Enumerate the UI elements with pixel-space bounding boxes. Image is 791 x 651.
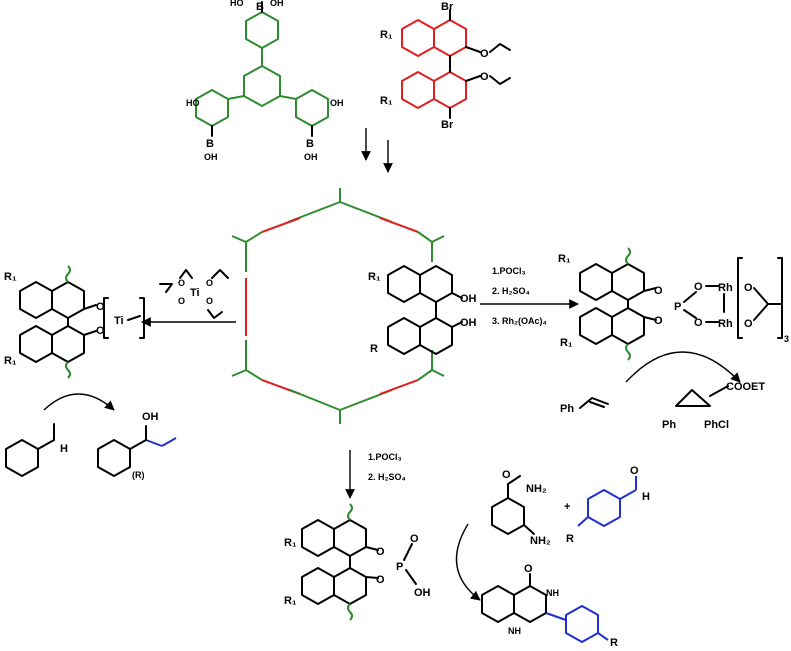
- boron-label-top: B: [256, 1, 264, 13]
- quinazolinone-o: O: [524, 563, 533, 575]
- curved-arrow-bottom: [455, 523, 481, 601]
- rh-complex-o-top: O: [654, 285, 663, 297]
- center-r1-top: R₁: [368, 271, 381, 283]
- boron-oh-top-right: OH: [270, 0, 284, 8]
- reagent-o-2: O: [178, 296, 185, 306]
- curved-arrow-left: [43, 393, 115, 411]
- rh-complex-o-right-bottom: O: [694, 317, 703, 329]
- product-config: (R): [132, 470, 145, 480]
- boron-label-right: B: [306, 138, 314, 150]
- cyclopropane-phcl: PhCl: [704, 419, 729, 431]
- binol-phosphoric-acid: O O P O OH R₁ R₁: [284, 503, 431, 621]
- ti-complex-o-top: O: [96, 301, 105, 313]
- cyclopropanation-reaction: Ph COOET Ph PhCl: [560, 351, 765, 431]
- styrene-ph: Ph: [560, 403, 574, 415]
- boron-oh-left-b: OH: [204, 152, 218, 162]
- rh-top: Rh: [718, 282, 733, 294]
- reagent-o-1: O: [178, 278, 185, 288]
- ether-o-bottom: O: [480, 71, 489, 83]
- reagent-o-3: O: [206, 278, 213, 288]
- boron-oh-right-b: OH: [304, 152, 318, 162]
- benzaldehyde-r: R: [566, 533, 574, 545]
- reagent-o-4: O: [206, 296, 213, 306]
- center-r1-bottom: R: [370, 343, 378, 355]
- rh-complex-r1-bottom: R₁: [560, 337, 573, 349]
- cyclopropane-ester: COOET: [726, 381, 765, 393]
- cyclopropane-ph: Ph: [662, 419, 676, 431]
- rh-complex-o-right-top: O: [694, 281, 703, 293]
- amide-o: O: [502, 469, 511, 481]
- pa-o-bottom: O: [376, 574, 385, 586]
- binol-titanium-complex: O O Ti R₁ R₁: [4, 265, 145, 379]
- rh-ligand-subscript: 3: [784, 334, 789, 344]
- right-condition-2: 2. H₂SO₄: [492, 286, 530, 296]
- ether-o-top: O: [480, 48, 489, 60]
- binol-r1-bottom: R₁: [380, 95, 393, 107]
- titanium-isopropoxide-reagent: Ti O O O O: [159, 269, 229, 319]
- boron-oh-left-a: HO: [186, 98, 200, 108]
- binol-rhodium-complex: O O P O O Rh Rh O O 3 R₁ R₁: [558, 247, 789, 361]
- pa-oh: OH: [414, 587, 431, 599]
- benzaldehyde-h: H: [642, 491, 650, 503]
- ti-complex-o-bottom: O: [96, 325, 105, 337]
- plus-sign: +: [564, 501, 570, 513]
- dibromo-binaphthyl-monomer: Br Br R₁ R₁ O O: [380, 1, 511, 131]
- pa-p: P: [396, 561, 403, 573]
- rh-bottom: Rh: [718, 318, 733, 330]
- hexagonal-framework: R₁ R OH OH: [231, 188, 477, 424]
- rh-ligand-o-1: O: [744, 282, 753, 294]
- amine-nh2: NH₂: [530, 535, 551, 547]
- bromo-label-bottom: Br: [441, 119, 454, 131]
- aldehyde-alkylation-reaction: H OH (R): [5, 393, 177, 480]
- curved-arrow-right: [625, 351, 741, 383]
- bottom-condition-2: 2. H₂SO₄: [368, 472, 406, 482]
- boron-oh-top-left: HO: [230, 0, 244, 8]
- benzaldehyde-o: O: [630, 465, 639, 477]
- right-condition-3: 3. Rh₂(OAc)₄: [492, 316, 547, 326]
- quinazolinone-synthesis-reaction: O NH₂ NH₂ + O H R O NH NH R: [455, 465, 650, 649]
- center-oh-bottom: OH: [460, 317, 477, 329]
- rh-complex-p: P: [674, 301, 681, 313]
- quinazolinone-nh-top: NH: [546, 588, 559, 598]
- binol-r1-top: R₁: [380, 29, 393, 41]
- boron-oh-right-a: OH: [330, 98, 344, 108]
- quinazolinone-nh-bottom: NH: [508, 626, 521, 636]
- ti-complex-metal: Ti: [114, 315, 124, 327]
- bottom-condition-1: 1.POCl₃: [368, 452, 402, 462]
- rh-complex-r1-top: R₁: [558, 253, 571, 265]
- rh-ligand-o-2: O: [744, 318, 753, 330]
- reagent-ti: Ti: [190, 287, 200, 299]
- pa-o-top: O: [376, 546, 385, 558]
- pa-r1-top: R₁: [284, 537, 297, 549]
- bromo-label-top: Br: [441, 1, 454, 13]
- boron-label-left: B: [206, 138, 214, 150]
- right-condition-1: 1.POCl₃: [492, 266, 526, 276]
- pa-r1-bottom: R₁: [284, 595, 297, 607]
- aldehyde-h: H: [60, 443, 68, 455]
- product-oh: OH: [142, 411, 159, 423]
- rh-complex-o-bottom: O: [654, 315, 663, 327]
- amide-nh2: NH₂: [526, 483, 547, 495]
- center-oh-top: OH: [460, 293, 477, 305]
- quinazolinone-r: R: [610, 637, 618, 649]
- triboronic-acid-monomer: B HO OH B HO OH B OH OH: [186, 0, 344, 162]
- ti-complex-r1-top: R₁: [4, 271, 17, 283]
- ti-complex-r1-bottom: R₁: [4, 355, 17, 367]
- pa-double-o: O: [410, 533, 419, 545]
